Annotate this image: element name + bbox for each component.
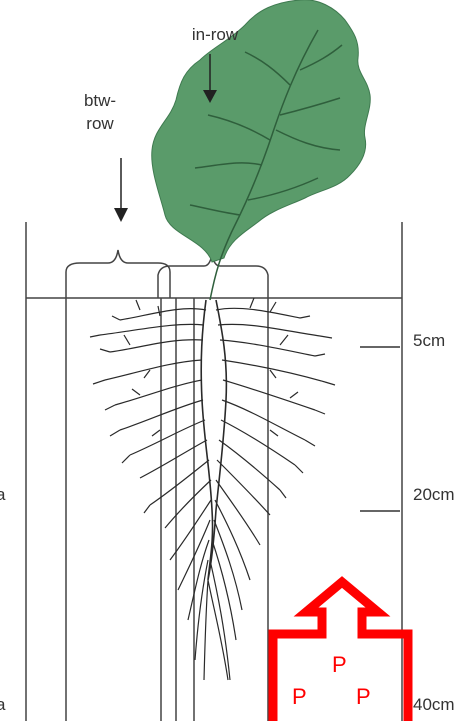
p-mark-top: P xyxy=(332,652,347,678)
in-row-label: in-row xyxy=(170,26,260,45)
left-mark-40: a xyxy=(0,696,5,715)
left-mark-20: a xyxy=(0,486,5,505)
leaf xyxy=(152,0,371,300)
taproot xyxy=(201,300,226,580)
depth-ticks xyxy=(360,347,400,511)
p-mark-right: P xyxy=(356,684,371,710)
root-system xyxy=(90,298,335,680)
soil-frame xyxy=(26,222,402,721)
btw-row-arrow xyxy=(114,158,128,222)
between-row-brace xyxy=(66,250,170,298)
btw-row-label-line2: row xyxy=(78,115,122,134)
depth-5cm-label: 5cm xyxy=(413,332,445,351)
btw-row-label-line1: btw- xyxy=(78,92,122,111)
depth-40cm-label: 40cm xyxy=(413,696,455,715)
depth-20cm-label: 20cm xyxy=(413,486,455,505)
p-mark-left: P xyxy=(292,684,307,710)
